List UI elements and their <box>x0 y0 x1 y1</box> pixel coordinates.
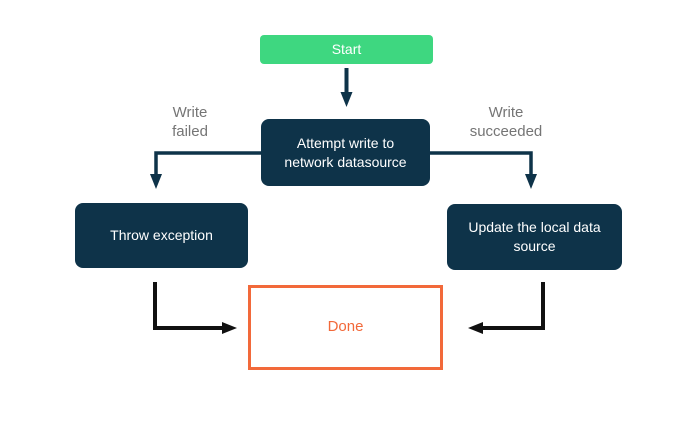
edge-label-write-succeeded: Write succeeded <box>469 104 543 140</box>
connector-update-to-done <box>468 282 545 334</box>
node-update-local-data: Update the local data source <box>447 204 622 270</box>
node-start: Start <box>260 35 433 64</box>
connector-throw-to-done <box>153 282 237 334</box>
node-throw-exception: Throw exception <box>75 203 248 268</box>
connector-attempt-to-update <box>430 151 537 189</box>
edge-label-write-failed: Write failed <box>172 104 208 140</box>
node-done: Done <box>248 285 443 370</box>
connector-attempt-to-throw <box>150 151 262 189</box>
node-attempt-write: Attempt write to network datasource <box>261 119 430 186</box>
